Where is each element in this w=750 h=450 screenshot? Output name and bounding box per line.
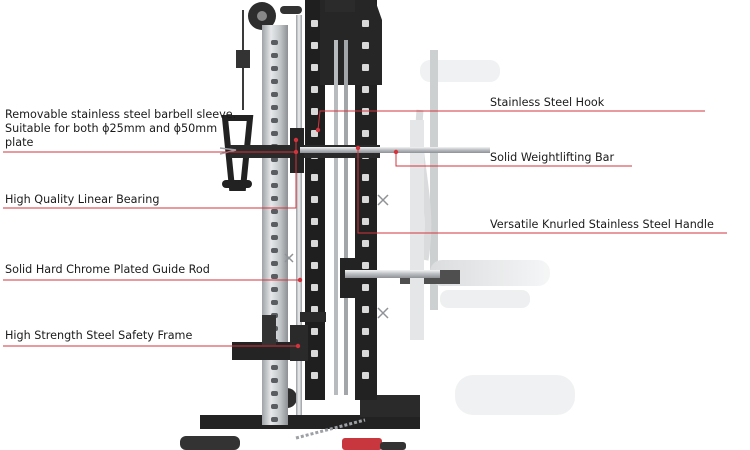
tower-hole (362, 262, 369, 269)
upright-hole (271, 196, 278, 201)
silver-upright (262, 25, 288, 425)
tower-hole (311, 86, 318, 93)
upright-hole (271, 222, 278, 227)
tower-hole (311, 372, 318, 379)
plate-pins (284, 194, 389, 319)
leader-dot-4 (315, 127, 321, 133)
callout-weightlifting-bar: Solid Weightlifting Bar (490, 151, 615, 164)
tower-hole (311, 262, 318, 269)
tower-hole (311, 20, 318, 27)
tower-hole (362, 350, 369, 357)
tower-hole (362, 42, 369, 49)
upright-hole (271, 66, 278, 71)
leader-dot-3 (295, 343, 301, 349)
leader-line-5 (395, 152, 632, 167)
tower-hole (362, 240, 369, 247)
lower-bar (300, 258, 440, 322)
tower-hole (311, 328, 318, 335)
tower-hole (362, 306, 369, 313)
upright-hole (271, 183, 278, 188)
upright-hole (271, 105, 278, 110)
barbell (219, 128, 490, 173)
upright-hole (271, 417, 278, 422)
tower-hole (311, 284, 318, 291)
upright-hole (271, 235, 278, 240)
upright-hole (271, 79, 278, 84)
leader-dot-1 (293, 137, 299, 143)
tower-hole (311, 218, 318, 225)
callout-hook: Stainless Steel Hook (490, 96, 605, 109)
tower-hole (311, 240, 318, 247)
callout-knurled-handle: Versatile Knurled Stainless Steel Handle (490, 218, 714, 231)
tower-hole (362, 174, 369, 181)
callout-sleeve: Removable stainless steel barbell sleeve… (5, 108, 236, 150)
upright-hole (271, 300, 278, 305)
leader-dot-6 (355, 145, 361, 151)
cable-handle (221, 10, 254, 191)
upright-hole (271, 209, 278, 214)
guide-rod (296, 15, 302, 415)
top-pulley (248, 2, 302, 30)
upright-hole (271, 40, 278, 45)
tower-hole (311, 350, 318, 357)
callout-sleeve-line1: Removable stainless steel barbell sleeve… (5, 108, 237, 121)
upright-hole (271, 157, 278, 162)
tower-hole (362, 86, 369, 93)
leader-dot-5 (393, 149, 399, 155)
tower-hole (362, 130, 369, 137)
callout-guide-rod: Solid Hard Chrome Plated Guide Rod (5, 263, 210, 276)
upright-hole (271, 391, 278, 396)
leader-line-4 (317, 110, 705, 131)
tower-hole (311, 42, 318, 49)
upright-hole (271, 365, 278, 370)
tower-hole (362, 372, 369, 379)
tower-hole (362, 196, 369, 203)
tower-hole (311, 130, 318, 137)
callout-sleeve-line3: plate (5, 136, 34, 149)
upright-hole (271, 131, 278, 136)
tower-hole (362, 218, 369, 225)
black-tower (305, 0, 382, 400)
leader-lines (3, 110, 727, 349)
leader-line-1 (3, 140, 297, 209)
tower-hole (311, 64, 318, 71)
upright-hole (271, 248, 278, 253)
upright-hole (271, 118, 278, 123)
upright-hole (271, 378, 278, 383)
upright-hole (271, 53, 278, 58)
callout-safety-frame: High Strength Steel Safety Frame (5, 329, 193, 342)
tower-hole (311, 196, 318, 203)
upright-hole (271, 92, 278, 97)
upright-hole (271, 170, 278, 175)
leader-line-6 (357, 148, 727, 234)
tower-hole (311, 108, 318, 115)
upright-hole (271, 287, 278, 292)
tower-hole (362, 20, 369, 27)
callout-linear-bearing: High Quality Linear Bearing (5, 193, 160, 206)
tower-hole (311, 174, 318, 181)
leader-dot-2 (297, 277, 303, 283)
floor-accessories (295, 418, 406, 450)
tower-hole (362, 64, 369, 71)
upright-hole (271, 261, 278, 266)
tower-hole (311, 306, 318, 313)
upright-hole (271, 274, 278, 279)
tower-hole (362, 284, 369, 291)
upright-hole (271, 404, 278, 409)
callout-sleeve-line2: Suitable for both ϕ25mm and ϕ50mm (5, 122, 218, 135)
tower-hole (362, 328, 369, 335)
